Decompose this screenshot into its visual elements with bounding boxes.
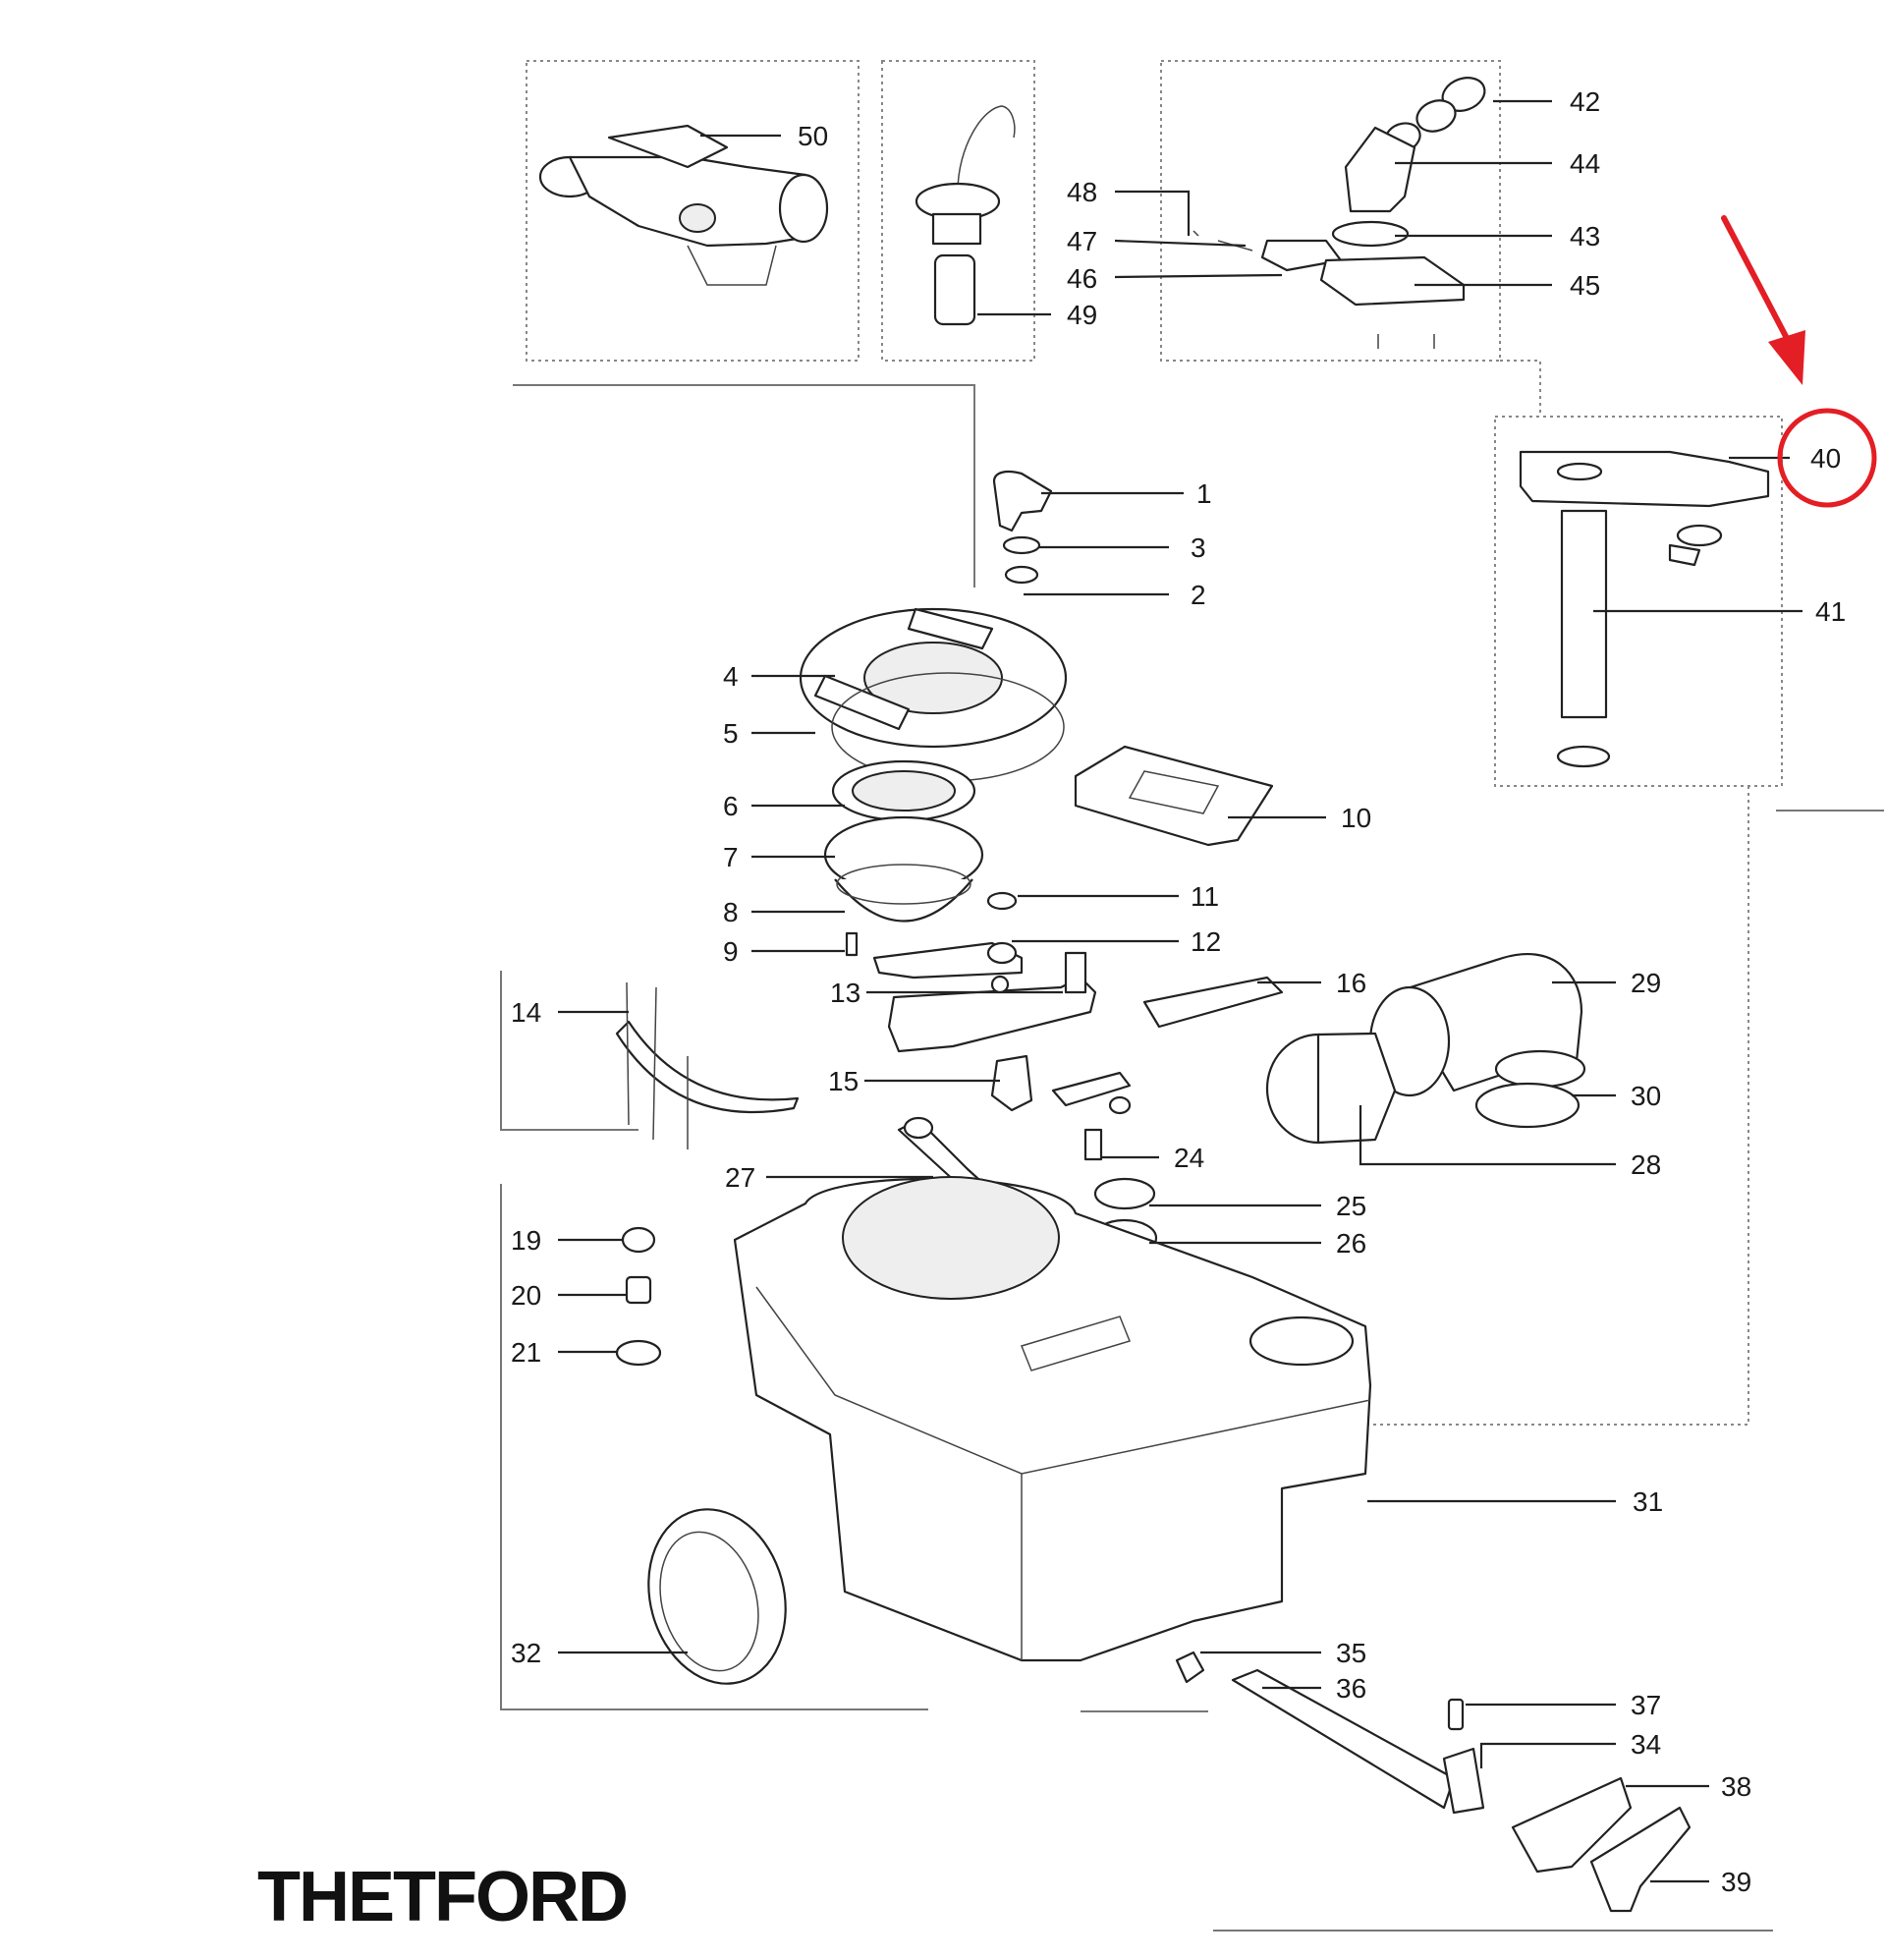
flush-outlet-group-box [1160,60,1501,362]
label-25: 25 [1336,1191,1366,1221]
label-9: 9 [723,936,739,967]
label-29: 29 [1631,968,1661,998]
pump-group-box [526,60,860,362]
label-16: 16 [1336,968,1366,998]
bowl-group-bracket [513,384,975,588]
label-5: 5 [723,718,739,749]
label-24: 24 [1174,1143,1204,1173]
tank-group-bracket [500,1184,928,1710]
bowl-rings-part-4-8 [799,607,1068,923]
label-14: 14 [511,997,541,1028]
pump-part-50 [538,124,829,286]
label-35: 35 [1336,1638,1366,1668]
label-3: 3 [1191,532,1206,563]
label-21: 21 [511,1337,541,1368]
label-7: 7 [723,842,739,872]
label-27: 27 [725,1162,755,1193]
small-parts-9-11-12 [845,891,1024,980]
elbow-cap-part-28-29-30 [1265,952,1586,1145]
vent-pipe-group-box [1494,416,1783,787]
label-45: 45 [1570,270,1600,301]
label-32: 32 [511,1638,541,1668]
label-30: 30 [1631,1081,1661,1111]
label-41: 41 [1815,596,1846,627]
label-28: 28 [1631,1149,1661,1180]
label-6: 6 [723,791,739,821]
knob-part-1-3-2 [992,471,1053,585]
label-20: 20 [511,1280,541,1311]
label-36: 36 [1336,1673,1366,1704]
connector-dashed-line [1500,360,1541,417]
label-38: 38 [1721,1771,1751,1802]
label-34: 34 [1631,1729,1661,1760]
small-parts-19-20-21 [615,1226,662,1367]
label-50: 50 [798,121,828,151]
level-sensor-group-box [881,60,1035,362]
label-2: 2 [1191,580,1206,610]
part-number-labels: 50 48 47 46 49 42 44 43 45 40 41 1 3 2 4… [511,86,1846,1897]
thetford-logo: THETFORD [257,1858,629,1936]
label-10: 10 [1341,803,1371,833]
level-sensor-part-49 [915,105,1016,326]
highlight-arrow [1721,215,1805,385]
label-11: 11 [1191,881,1219,912]
label-1: 1 [1196,478,1212,509]
label-13: 13 [830,978,860,1008]
label-48: 48 [1067,177,1097,207]
label-49: 49 [1067,300,1097,330]
label-39: 39 [1721,1867,1751,1897]
label-15: 15 [828,1066,859,1096]
wheel-cover-part-32 [647,1508,787,1685]
label-4: 4 [723,661,739,692]
small-parts-15-16-24 [990,976,1284,1161]
label-26: 26 [1336,1228,1366,1259]
holding-tank-part-31 [733,1176,1372,1662]
slide-plate-part-13 [887,951,1097,1053]
highlight-circle [1777,408,1877,508]
vent-pipe-part-40-41 [1519,450,1770,768]
handle-assembly-parts-34-39 [1175,1651,1692,1913]
label-8: 8 [723,897,739,927]
leader-lines [558,99,1803,1883]
label-37: 37 [1631,1690,1661,1720]
support-frame-part-14 [615,981,800,1149]
label-42: 42 [1570,86,1600,117]
label-47: 47 [1067,226,1097,256]
label-19: 19 [511,1225,541,1256]
lid-part-10 [1074,745,1274,847]
label-40: 40 [1810,443,1841,474]
label-12: 12 [1191,926,1221,957]
label-46: 46 [1067,263,1097,294]
label-44: 44 [1570,148,1600,179]
label-31: 31 [1633,1486,1663,1517]
support-group-bracket [500,971,638,1131]
flush-outlet-parts [1193,77,1486,349]
label-43: 43 [1570,221,1600,252]
